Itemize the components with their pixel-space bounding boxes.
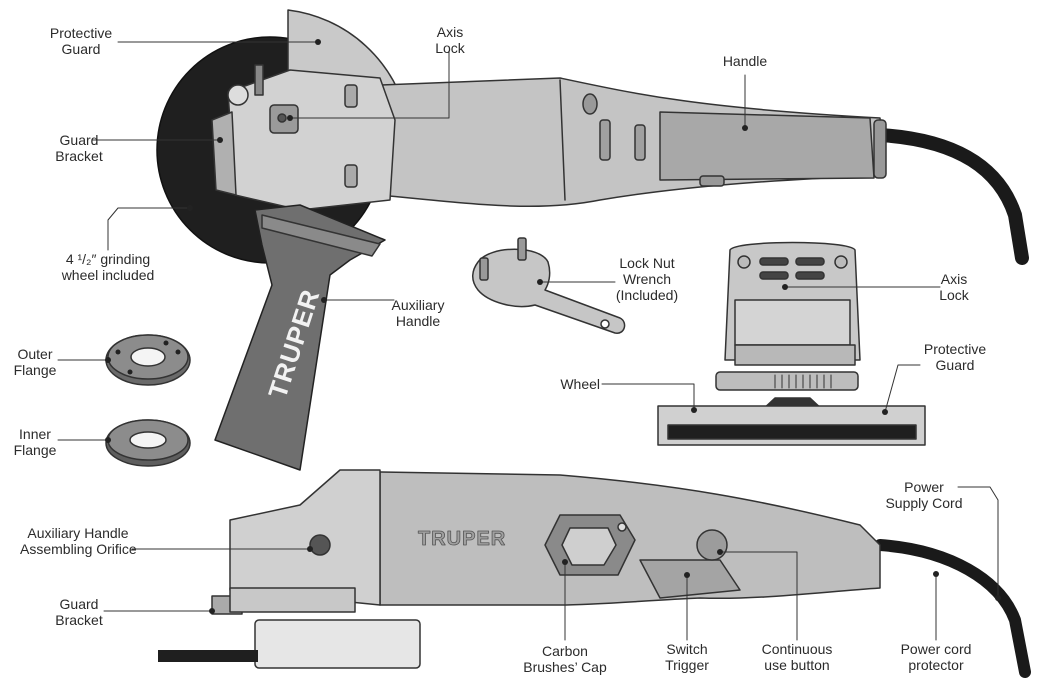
label-line: Carbon xyxy=(542,643,588,659)
inner-flange-shape xyxy=(105,419,191,467)
outer-flange-shape xyxy=(105,334,191,386)
bottom-gear-head xyxy=(229,469,381,606)
label-guard-bracket-bottom: Guard Bracket xyxy=(52,596,106,628)
bottom-guard-shape xyxy=(254,619,421,669)
label-switch-trigger: Switch Trigger xyxy=(657,641,717,673)
label-line: Flange xyxy=(13,362,57,378)
label-line: Switch xyxy=(666,641,708,657)
label-line: Lock xyxy=(435,40,465,56)
top-handle-grip xyxy=(659,111,875,181)
leader-dots xyxy=(105,39,1001,614)
label-line: Wheel xyxy=(560,376,600,392)
front-wheel-slot xyxy=(667,424,917,440)
bottom-power-cord xyxy=(874,539,1031,678)
label-line: Auxiliary xyxy=(391,297,445,313)
label-line: Guard xyxy=(59,132,99,148)
label-handle: Handle xyxy=(715,53,775,69)
label-guard-bracket-top: Guard Bracket xyxy=(52,132,106,164)
label-power-cord-protector: Power cord protector xyxy=(896,641,976,673)
label-line: Auxiliary Handle xyxy=(27,525,129,541)
top-cord-boot xyxy=(873,119,887,179)
label-axis-lock-top: Axis Lock xyxy=(430,24,470,56)
label-aux-handle-orifice: Auxiliary Handle Assembling Orifice xyxy=(20,525,137,557)
label-line: Lock Nut xyxy=(619,255,675,271)
label-line: Bracket xyxy=(55,612,103,628)
label-outer-flange: Outer Flange xyxy=(10,346,60,378)
label-line: Supply Cord xyxy=(885,495,963,511)
top-power-cord xyxy=(873,128,1029,265)
label-line: Lock xyxy=(939,287,969,303)
label-inner-flange: Inner Flange xyxy=(10,426,60,458)
label-line: Guard xyxy=(59,596,99,612)
label-line: Guard xyxy=(935,357,975,373)
label-line: Guard xyxy=(61,41,101,57)
label-line: protector xyxy=(908,657,964,673)
top-grinder xyxy=(156,9,1029,471)
front-view-grinder xyxy=(657,241,926,446)
label-line: Assembling Orifice xyxy=(20,541,137,557)
label-line: Brushes’ Cap xyxy=(523,659,607,675)
label-lock-nut-wrench: Lock Nut Wrench (Included) xyxy=(612,255,682,303)
top-auxiliary-handle xyxy=(214,204,386,471)
label-continuous-button: Continuous use button xyxy=(752,641,842,673)
label-line: Power cord xyxy=(900,641,972,657)
label-line: Protective xyxy=(923,341,987,357)
label-line: Wrench xyxy=(623,271,671,287)
bottom-continuous-button xyxy=(696,529,728,561)
bottom-switch-trigger-shape xyxy=(639,559,741,599)
label-grinding-wheel: 4 ¹/₂″ grinding wheel included xyxy=(52,251,164,283)
top-guard-bracket xyxy=(211,111,237,196)
label-line: Axis xyxy=(436,24,464,40)
label-line: Axis xyxy=(940,271,968,287)
label-auxiliary-handle: Auxiliary Handle xyxy=(388,297,448,329)
label-axis-lock-right: Axis Lock xyxy=(934,271,974,303)
label-line: wheel included xyxy=(61,267,155,283)
label-power-supply-cord: Power Supply Cord xyxy=(880,479,968,511)
bottom-body-brand: TRUPER xyxy=(418,528,506,550)
label-wheel: Wheel xyxy=(548,376,600,392)
label-protective-guard-top: Protective Guard xyxy=(44,25,118,57)
label-line: Outer xyxy=(17,346,53,362)
label-line: Flange xyxy=(13,442,57,458)
label-line: Power xyxy=(904,479,944,495)
label-line: use button xyxy=(764,657,830,673)
label-line: Continuous xyxy=(761,641,833,657)
label-line: 4 ¹/₂″ grinding xyxy=(65,251,151,267)
label-line: Handle xyxy=(395,313,441,329)
label-carbon-brushes-cap: Carbon Brushes’ Cap xyxy=(520,643,610,675)
label-line: Protective xyxy=(49,25,113,41)
label-line: Handle xyxy=(722,53,768,69)
lock-nut-wrench-shape xyxy=(472,237,626,334)
label-protective-guard-right: Protective Guard xyxy=(918,341,992,373)
label-line: Inner xyxy=(19,426,51,442)
leader-lines xyxy=(57,41,999,641)
label-line: Bracket xyxy=(55,148,103,164)
top-gear-head xyxy=(227,69,396,211)
bottom-grinder xyxy=(158,469,1031,678)
label-line: (Included) xyxy=(615,287,679,303)
label-line: Trigger xyxy=(665,657,709,673)
